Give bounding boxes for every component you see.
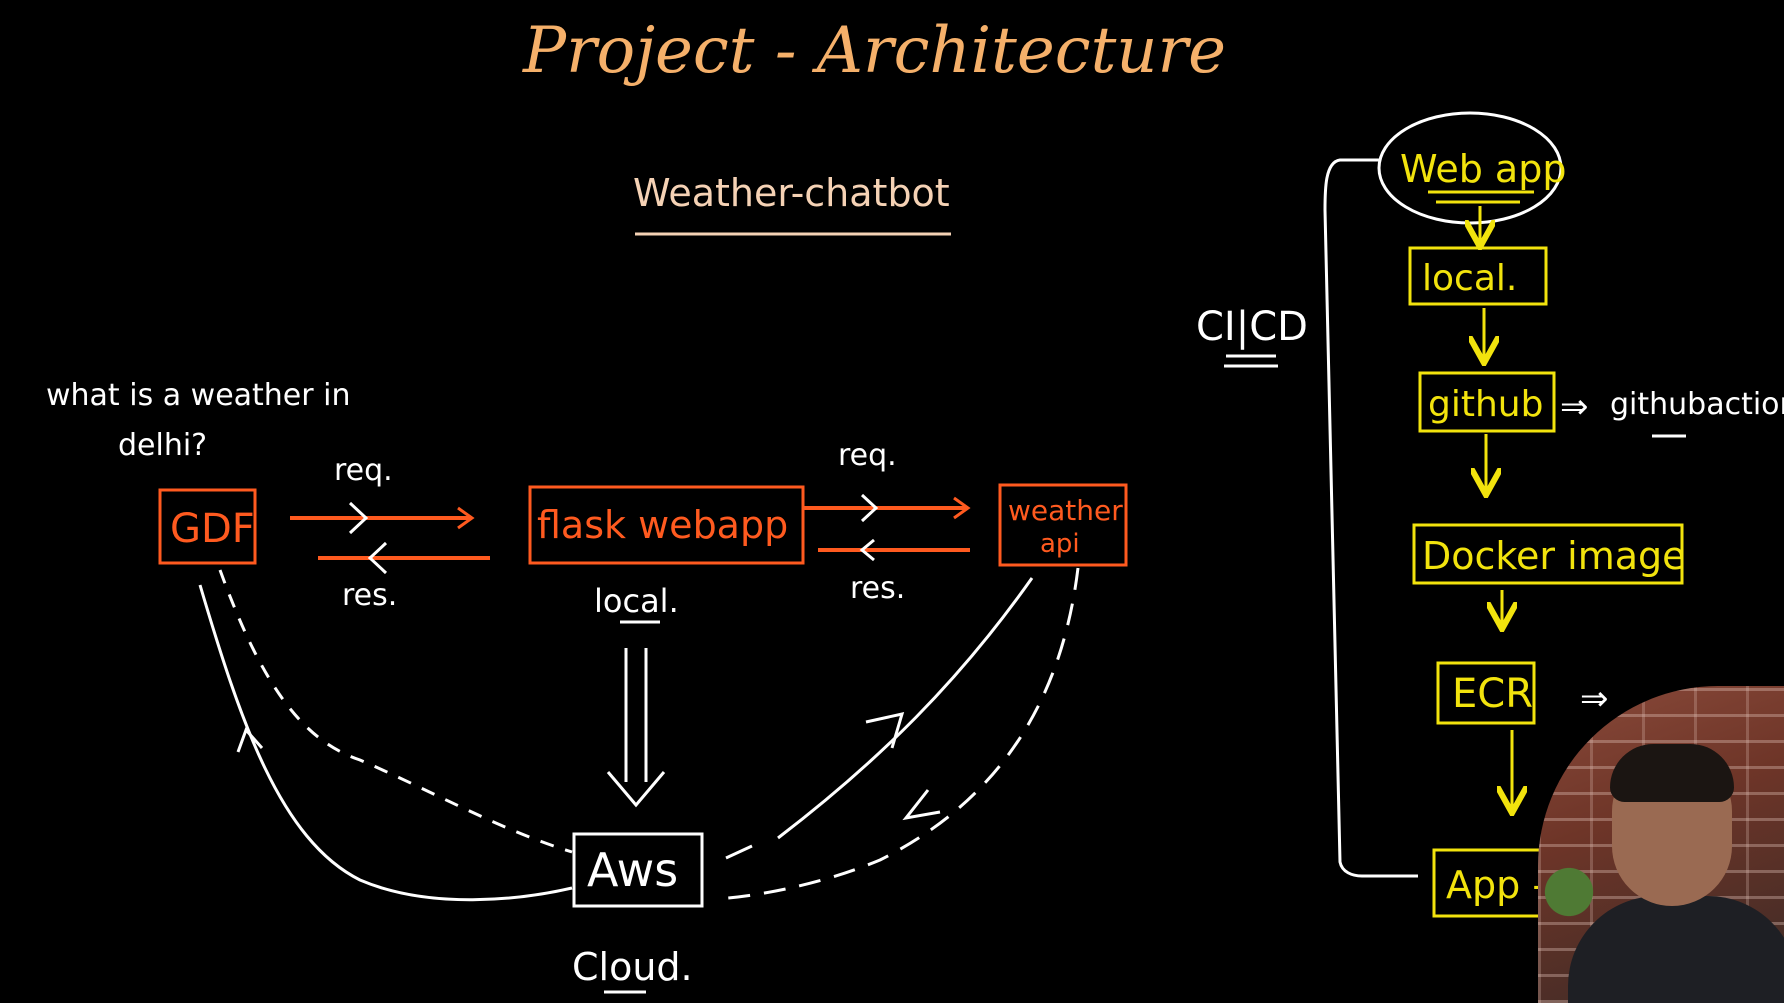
docker-image-box <box>1412 523 1684 585</box>
ecr-box <box>1436 661 1536 725</box>
weather-api-label-2: api <box>1040 529 1080 559</box>
ecr-side-arrow: ⇒ <box>1580 679 1609 719</box>
req-left-chevron-icon <box>348 501 369 535</box>
pipeline-local-label: local. <box>1422 258 1517 299</box>
flask-webapp-box <box>528 485 805 565</box>
aws-to-gdf-curve <box>198 584 573 902</box>
presenter-body <box>1568 896 1784 1003</box>
gdf-to-aws-dashed-curve <box>218 569 573 854</box>
aws-to-gdf-arrow-icon <box>236 727 264 753</box>
docker-image-label: Docker image <box>1422 534 1686 578</box>
github-label: github <box>1428 384 1543 425</box>
res-left-label: res. <box>342 578 397 613</box>
app-label: App - <box>1446 863 1546 907</box>
aws-box <box>572 832 704 908</box>
user-question-line-2: delhi? <box>118 428 207 463</box>
aws-to-weather-curve <box>777 577 1034 840</box>
ecr-label: ECR <box>1452 671 1533 717</box>
req-right-chevron-icon <box>860 493 879 523</box>
res-right-chevron-icon <box>859 538 875 562</box>
pipeline-loop-line <box>1323 158 1418 878</box>
github-action-label: githubaction. <box>1610 387 1784 422</box>
gdf-box <box>158 488 257 565</box>
req-right-label: req. <box>838 438 897 473</box>
res-right-label: res. <box>850 571 905 606</box>
presenter-hair <box>1610 744 1734 802</box>
page-title: Project - Architecture <box>522 14 1226 88</box>
weather-to-aws-dashed-curve <box>727 567 1080 900</box>
flask-webapp-label: flask webapp <box>537 503 788 547</box>
cicd-label: CI|CD <box>1196 304 1308 350</box>
web-app-label: Web app <box>1400 147 1566 191</box>
github-box <box>1418 371 1556 433</box>
weather-api-box <box>998 483 1128 567</box>
gdf-label: GDF <box>170 506 255 552</box>
req-right-head-icon <box>953 496 971 520</box>
weather-to-aws-arrow-icon <box>902 789 941 821</box>
diagram-subtitle: Weather-chatbot <box>633 171 950 215</box>
weather-api-label-1: weather <box>1008 494 1123 527</box>
local-label: local. <box>594 582 679 620</box>
presenter-webcam-overlay <box>1538 686 1784 1003</box>
cloud-label: Cloud. <box>572 945 693 989</box>
user-question-line-1: what is a weather in <box>46 378 350 413</box>
aws-to-weather-arrow-icon <box>865 711 905 749</box>
res-left-chevron-icon <box>367 541 388 575</box>
deploy-arrow-head-icon <box>606 771 666 808</box>
req-left-head-icon <box>457 506 475 530</box>
local-box <box>1408 246 1548 306</box>
aws-label: Aws <box>587 843 678 897</box>
github-action-arrow-icon: ⇒ <box>1560 387 1589 427</box>
req-left-label: req. <box>334 453 393 488</box>
aws-dash-stub <box>725 844 753 860</box>
